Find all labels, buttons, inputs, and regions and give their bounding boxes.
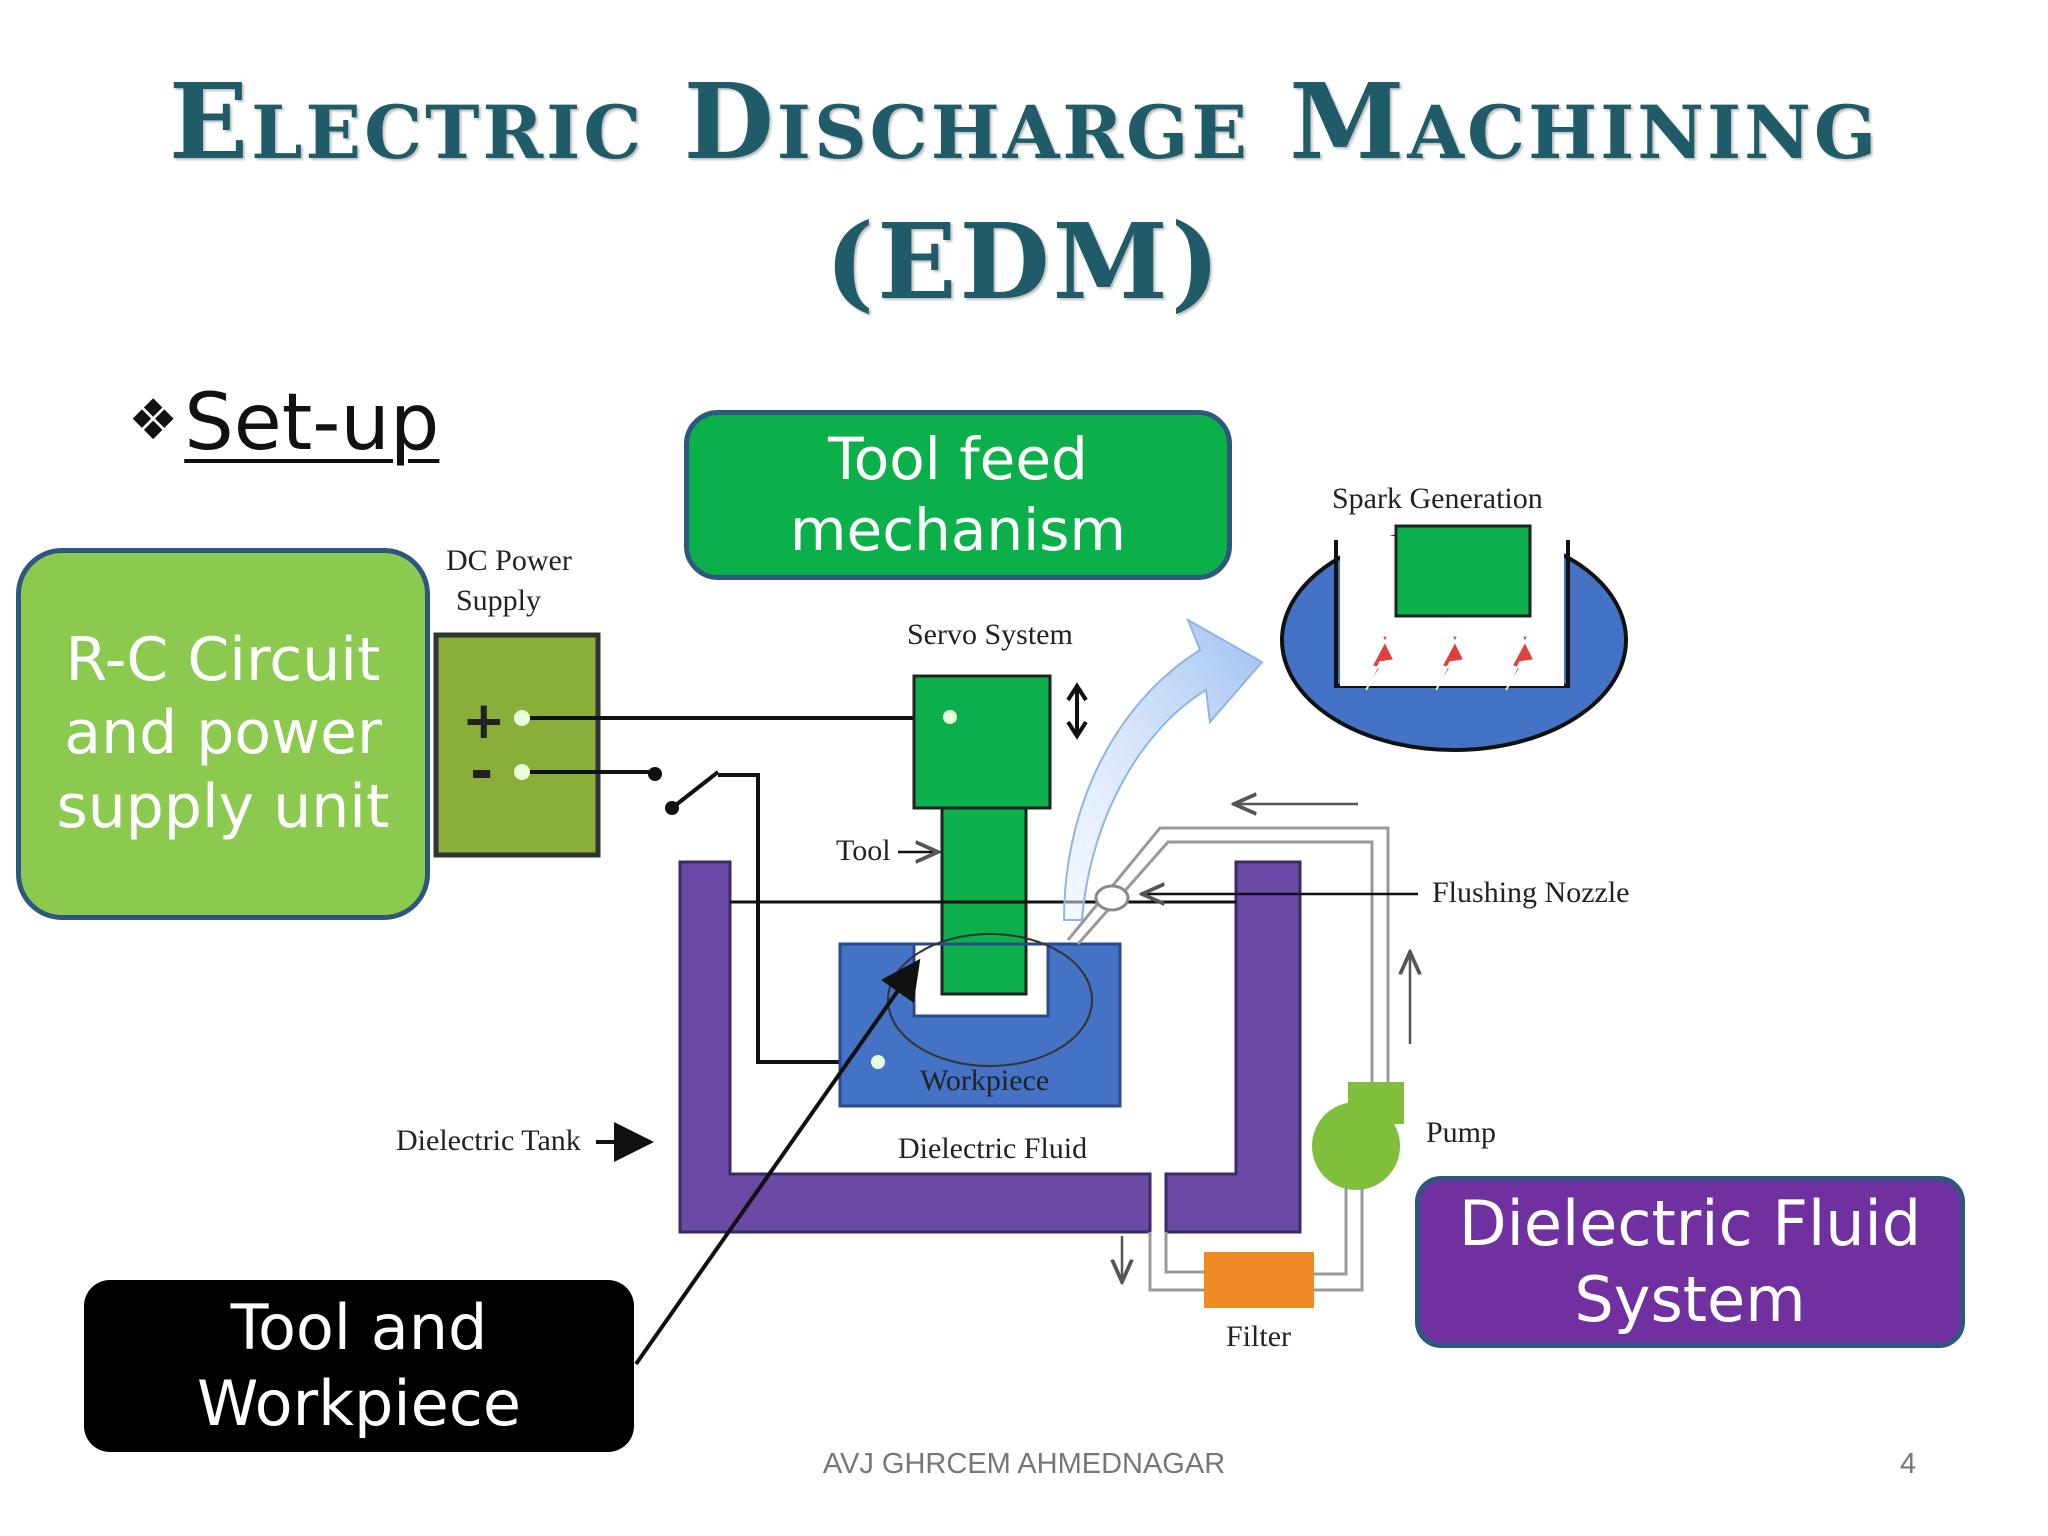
flushing-pipe-inner: [1076, 840, 1374, 1090]
flushing-nozzle-label: Flushing Nozzle: [1432, 876, 1629, 909]
page-number: 4: [1900, 1448, 1917, 1480]
switch-lever: [670, 770, 720, 810]
slide-title: Electric Discharge Machining: [168, 60, 1880, 183]
dielectric-tank-left-bottom: [678, 860, 1152, 1234]
filter-label: Filter: [1226, 1320, 1291, 1353]
pump-feed-pipe-outer: [1314, 1188, 1348, 1276]
zoom-arrow-icon: [1062, 617, 1264, 921]
flushing-pipe-outer: [1066, 826, 1390, 1090]
servo-system-block: [912, 674, 1052, 810]
minus-terminal-dot: [514, 764, 530, 780]
switch-contact-1: [648, 767, 662, 781]
workpiece-terminal-dot: [871, 1055, 885, 1069]
drain-pipe-inner: [1164, 1232, 1204, 1274]
slide-title-abbreviation: (EDM): [825, 200, 1223, 323]
drain-pipe-outer: [1148, 1232, 1204, 1292]
tool-workpiece-line-2: Workpiece: [197, 1367, 521, 1440]
setup-bullet: ❖Set-up: [128, 378, 439, 468]
dielectric-tank-right-bottom: [1164, 860, 1302, 1234]
servo-terminal-dot: [943, 710, 957, 724]
dc-power-label-2: Supply: [456, 584, 541, 617]
tool-feed-line-1: Tool feed: [828, 425, 1088, 494]
tool-workpiece-line-1: Tool and: [230, 1291, 488, 1365]
spark-bolt-icon-2: [1435, 635, 1466, 691]
rc-line-1: R-C Circuit: [65, 625, 381, 696]
pump-label: Pump: [1426, 1116, 1496, 1149]
workpiece-wire: [718, 773, 878, 1064]
diamond-bullet-icon: ❖: [128, 388, 179, 453]
rc-line-2: and power: [64, 698, 382, 769]
dc-power-supply-box: [433, 632, 601, 858]
dc-power-label-1: DC Power: [446, 544, 572, 577]
servo-system-label: Servo System: [907, 618, 1073, 651]
plus-terminal-dot: [514, 710, 530, 726]
pump-outlet: [1348, 1082, 1404, 1124]
dielectric-tank-label: Dielectric Tank: [396, 1124, 581, 1157]
spark-bolt-icon-3: [1505, 635, 1536, 691]
rc-line-3: supply unit: [56, 771, 390, 842]
tool-workpiece-pointer: [634, 958, 921, 1366]
plus-terminal-label: +: [462, 691, 506, 751]
workpiece-label: Workpiece: [920, 1064, 1049, 1097]
setup-heading: Set-up: [184, 378, 440, 468]
filter-box: [1204, 1252, 1314, 1308]
dielectric-system-line-1: Dielectric Fluid: [1458, 1187, 1922, 1261]
dielectric-system-line-2: System: [1574, 1263, 1806, 1336]
spark-generation-label: Spark Generation: [1332, 482, 1543, 515]
flushing-nozzle: [1094, 884, 1130, 912]
servo-double-arrow-icon: [1066, 682, 1088, 740]
tool-feed-line-2: mechanism: [790, 496, 1126, 564]
minus-terminal-label: -: [470, 739, 493, 804]
dielectric-fluid-label: Dielectric Fluid: [898, 1132, 1087, 1165]
slide-footer: AVJ GHRCEM AHMEDNAGAR: [822, 1448, 1226, 1480]
spark-bolt-icon-1: [1365, 635, 1396, 691]
pump-feed-pipe-inner: [1314, 1188, 1364, 1292]
switch-contact-2: [665, 801, 679, 815]
tool-label: Tool: [836, 834, 891, 867]
spark-inset-tool: [1394, 524, 1532, 618]
